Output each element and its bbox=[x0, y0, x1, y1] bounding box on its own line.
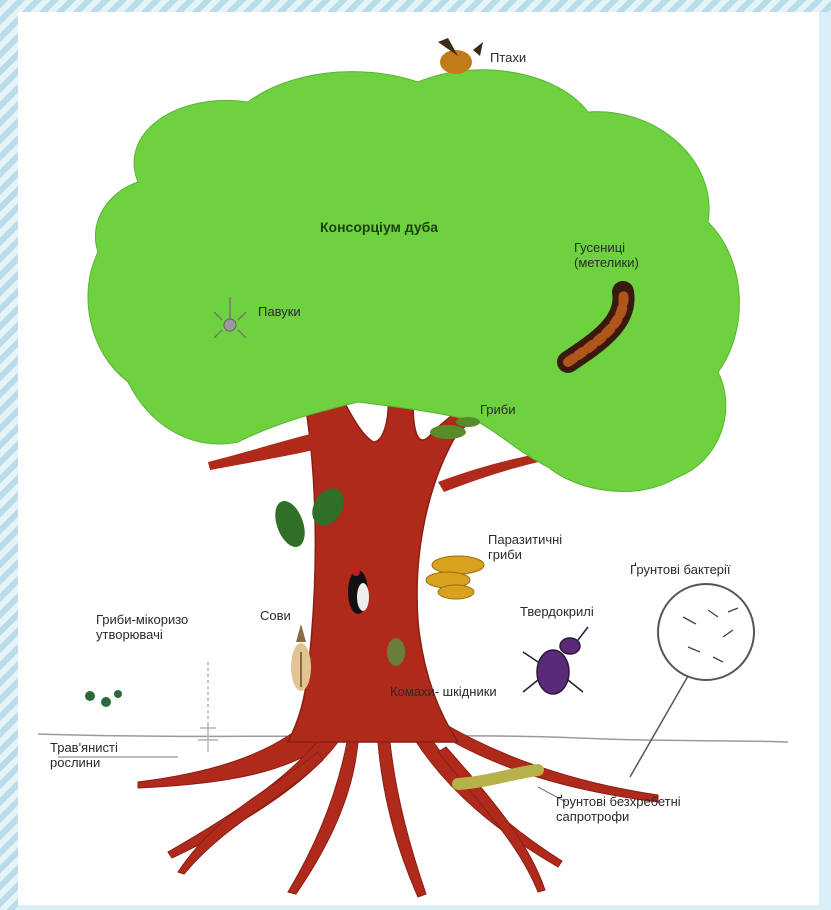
frame-top-border bbox=[0, 0, 831, 12]
owl-icon bbox=[291, 624, 311, 691]
label-fungi: Гриби bbox=[480, 402, 516, 417]
diagram-title: Консорціум дуба bbox=[320, 220, 438, 235]
label-spiders: Павуки bbox=[258, 304, 301, 319]
label-beetles: Твердокрилі bbox=[520, 604, 594, 619]
label-soil-bacteria: Ґрунтові бактерії bbox=[630, 562, 790, 577]
label-caterpillars: Гусениці (метелики) bbox=[574, 240, 674, 270]
label-mycorrhiza: Гриби-мікоризо утворювачі bbox=[96, 612, 236, 642]
soil-worm-icon bbox=[458, 770, 538, 784]
label-bark-insects: Комахи- шкідники bbox=[390, 684, 500, 699]
grass-plant-icon bbox=[85, 690, 122, 707]
bird-icon bbox=[438, 38, 483, 74]
oak-consortium-diagram bbox=[18, 12, 819, 905]
mycorrhiza-icon bbox=[198, 662, 218, 752]
parasitic-fungi-icon bbox=[426, 556, 484, 599]
beetle-icon bbox=[523, 627, 588, 694]
diagram-canvas: Консорціум дуба Птахи Павуки Гусениці (м… bbox=[18, 12, 819, 905]
label-owls: Сови bbox=[260, 608, 291, 623]
label-soil-invertebrates: Ґрунтові безхребетні сапротрофи bbox=[556, 794, 686, 824]
label-grass: Трав'янисті рослини bbox=[50, 740, 150, 770]
bark-insect-icon bbox=[387, 638, 405, 666]
soil-bacteria-magnifier bbox=[630, 584, 754, 777]
label-birds: Птахи bbox=[490, 50, 526, 65]
label-parasitic-fungi: Паразитичні гриби bbox=[488, 532, 568, 562]
frame-left-border bbox=[0, 0, 18, 910]
